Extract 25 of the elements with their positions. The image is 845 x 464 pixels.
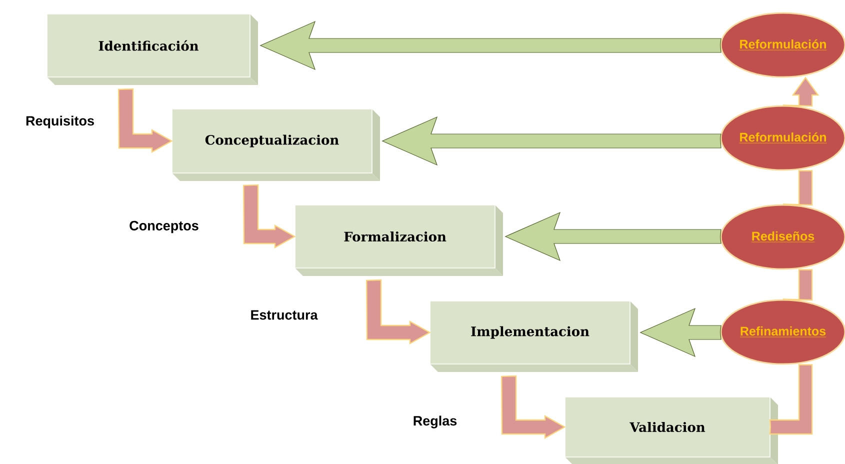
arrow <box>782 76 820 107</box>
arrow <box>366 279 431 345</box>
label: Conceptos <box>130 220 198 234</box>
process-box: Validacion <box>564 396 778 464</box>
label: Reglas <box>414 416 457 428</box>
arrow <box>769 364 813 435</box>
arrow <box>243 184 296 249</box>
ellipse-node: Refinamientos <box>720 299 845 365</box>
process-box: Conceptualizacion <box>172 108 380 181</box>
ellipse-node: Reformulación <box>720 105 845 171</box>
arrow <box>118 88 173 154</box>
arrow <box>501 375 566 440</box>
arrow <box>782 269 813 301</box>
ellipse-node: Rediseños <box>720 204 845 270</box>
arrow <box>504 212 722 262</box>
label: Requisitos <box>26 116 94 128</box>
arrow <box>382 116 722 166</box>
arrow <box>640 308 722 358</box>
process-box: Implementacion <box>430 300 638 372</box>
process-box: Identificación <box>46 14 258 85</box>
label: Estructura <box>251 310 318 320</box>
arrow <box>260 20 722 70</box>
arrow <box>782 170 813 206</box>
ellipse-node: Reformulación <box>720 12 845 78</box>
process-box: Formalizacion <box>294 204 503 276</box>
